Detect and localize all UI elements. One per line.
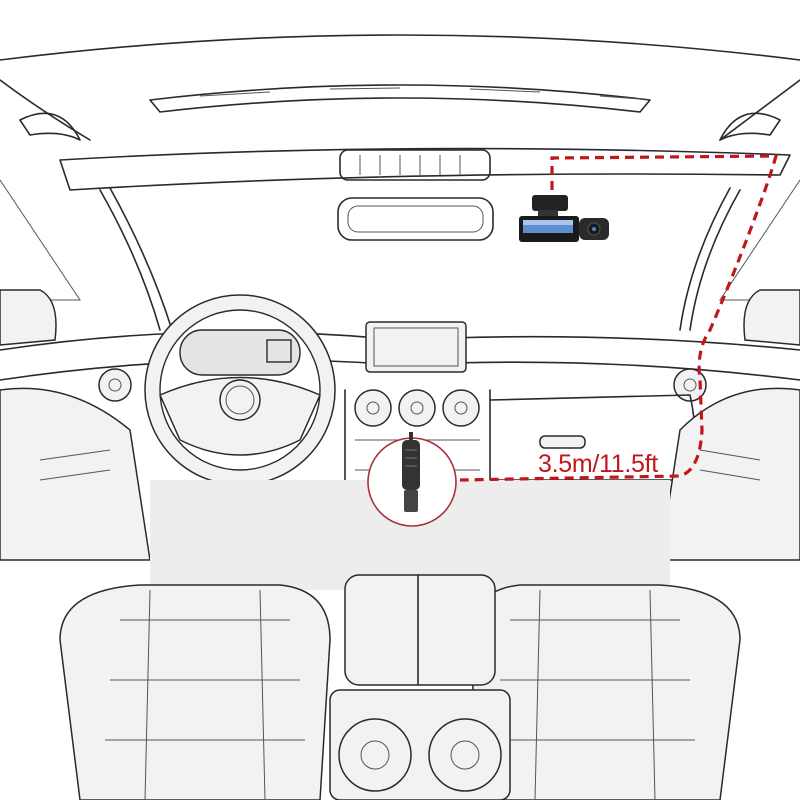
dash-cam	[519, 195, 609, 242]
overhead-console	[339, 149, 491, 181]
door-right	[659, 387, 800, 561]
side-mirror-left	[0, 289, 57, 346]
roof-edge	[0, 34, 800, 61]
infotainment-screen	[365, 321, 467, 373]
a-pillar-left	[99, 189, 161, 331]
windshield-header	[59, 147, 791, 191]
steering-wheel	[144, 294, 336, 486]
grab-handle-left	[19, 112, 81, 141]
right-pillar-top	[719, 79, 800, 141]
cable-length-label: 3.5m/11.5ft	[538, 450, 658, 478]
center-console	[329, 574, 511, 800]
side-mirror-right	[743, 289, 800, 346]
cable-route	[459, 154, 779, 482]
a-pillar-right	[689, 189, 741, 331]
window-right	[719, 179, 800, 301]
sunroof	[149, 84, 651, 113]
left-pillar-top	[0, 79, 91, 141]
grab-handle-right	[719, 112, 781, 141]
seat-driver	[59, 584, 331, 800]
door-left	[0, 387, 151, 561]
glovebox-latch	[539, 435, 586, 449]
charger-inset	[367, 432, 457, 527]
dash-vents	[98, 368, 707, 427]
window-left	[0, 179, 81, 301]
rearview-mirror	[337, 197, 494, 241]
